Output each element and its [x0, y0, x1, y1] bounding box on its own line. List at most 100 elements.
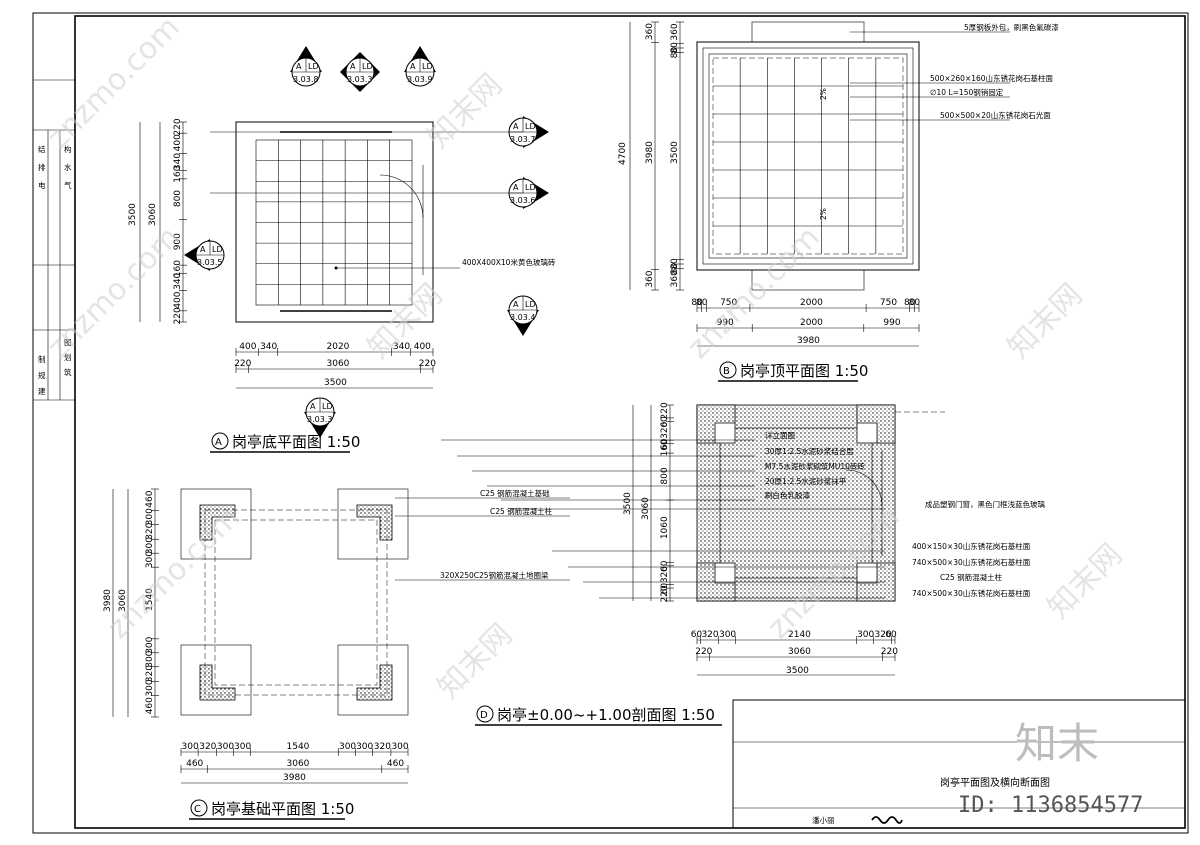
ground-beam — [204, 509, 388, 696]
plan-c-note: 320X250C25钢筋混凝土地圈梁 — [440, 570, 549, 580]
callout-bottom: 3.03.9 — [407, 75, 432, 84]
plan-d-note: 20厚1:2.5水泥砂浆抹平 — [765, 476, 847, 486]
side-col3-1: 划 — [64, 352, 72, 362]
dim-label: 990 — [717, 318, 734, 328]
callout-top: A — [310, 402, 316, 411]
footing — [180, 488, 252, 560]
column — [199, 504, 236, 541]
dim-label: 3060 — [327, 359, 350, 369]
column — [199, 664, 236, 701]
plan-d-title-marker: D — [480, 710, 488, 721]
plan-d-note: M7.5水泥砂浆砌筑MU10砖砖 — [765, 461, 865, 471]
plan-d-note: 详立面图 — [765, 430, 795, 440]
dim-label: 320 — [199, 742, 216, 752]
dim-label: 460 — [145, 697, 155, 714]
callout-right: LD — [212, 245, 223, 254]
dim-label: 340 — [393, 342, 410, 352]
plan-c-title-marker: C — [194, 804, 201, 815]
dim-label: 60 — [885, 630, 897, 640]
plan-d-note: 30厚1:2.5水泥砂浆结合层 — [765, 446, 854, 456]
callout-bottom: 3.03.4 — [510, 313, 535, 322]
callout-right: LD — [308, 62, 319, 71]
watermark-text: 知末网 — [361, 277, 449, 365]
dim-label: 300 — [145, 650, 155, 667]
plan-b-note: 500×500×20山东锈花岗石光面 — [940, 110, 1051, 120]
dim-label: 1540 — [287, 742, 310, 752]
dim-label: 400 — [239, 342, 256, 352]
plan-d-dim-left-total: 3500 — [623, 492, 633, 515]
dim-label: 220 — [660, 585, 670, 602]
dim-label: 300 — [234, 742, 251, 752]
watermark-text: 知末网 — [421, 67, 509, 155]
plan-b-title-marker: B — [723, 366, 730, 377]
callout-right: LD — [525, 300, 536, 309]
callout-right: LD — [322, 402, 333, 411]
plan-b-slope-2: 2% — [819, 208, 828, 220]
dim-label: 400 — [173, 134, 183, 151]
dim-label: 320 — [374, 742, 391, 752]
dim-label: 300 — [391, 742, 408, 752]
dim-label: 220 — [660, 402, 670, 419]
watermark-text: znzmo.com — [41, 10, 187, 156]
plan-a: 400X400X10米黄色玻璃砖 3500 3060 2204003401608… — [128, 46, 556, 453]
dim-label: 80 — [691, 298, 703, 308]
dim-label: 300 — [145, 636, 155, 653]
dim-label: 160 — [660, 439, 670, 456]
plan-d: 详立面图 30厚1:2.5水泥砂浆结合层 M7.5水泥砂浆砌筑MU10砖砖 20厚1:… — [441, 402, 1045, 726]
dim-label: 340 — [260, 342, 277, 352]
dim-label: 220 — [881, 647, 898, 657]
dim-label: 300 — [339, 742, 356, 752]
dim-label: 60 — [660, 438, 670, 450]
plan-d-note: 740×500×30山东锈花岗石基柱面 — [912, 588, 1031, 598]
plan-c-note: C25 钢筋混凝土基础 — [480, 488, 550, 498]
dim-label: 460 — [387, 759, 404, 769]
column — [356, 664, 393, 701]
plan-b-outline — [696, 41, 920, 271]
dim-label: 80 — [904, 298, 916, 308]
callout-top: A — [200, 245, 206, 254]
plan-a-tile-grid — [256, 140, 412, 305]
side-col4-0: 制 — [38, 354, 46, 364]
plan-d-note: 成品塑钢门窗，黑色门框浅蓝色玻璃 — [925, 499, 1045, 509]
callout-top: A — [513, 300, 519, 309]
dim-label: 2000 — [800, 298, 823, 308]
dim-label: 990 — [883, 318, 900, 328]
plan-a-outline — [235, 121, 434, 323]
plan-d-door-swing — [845, 469, 883, 507]
plan-a-title-marker-circle — [211, 432, 229, 450]
watermark-text: 知末网 — [431, 617, 519, 705]
dim-label: 3980 — [645, 141, 655, 164]
dim-label: 320 — [660, 566, 670, 583]
dim-label: 750 — [880, 298, 897, 308]
dim-label: 340 — [173, 272, 183, 289]
callout-top: A — [350, 62, 356, 71]
plan-a-dim-bottom-total: 3500 — [324, 378, 347, 388]
callout-top: A — [513, 183, 519, 192]
side-col1-0: 构 — [64, 144, 72, 154]
plan-c-title: 岗亭基础平面图 1:50 — [211, 800, 354, 818]
watermark-text: znzmo.com — [101, 500, 247, 646]
dim-label: 300 — [217, 742, 234, 752]
plan-c-note: C25 钢筋混凝土柱 — [490, 506, 553, 516]
plan-a-dim-left-total: 3500 — [128, 203, 138, 226]
side-table-col3: 图 划 筑 — [64, 338, 72, 377]
plan-b-top-cap — [751, 21, 865, 43]
side-col2-2: 电 — [38, 180, 46, 190]
dim-label: 800 — [660, 467, 670, 484]
footing — [180, 644, 252, 716]
dim-label: 300 — [356, 742, 373, 752]
dim-label: 400 — [173, 291, 183, 308]
side-col4-1: 规 — [38, 370, 46, 380]
plan-b-slope-1: 2% — [819, 88, 828, 100]
